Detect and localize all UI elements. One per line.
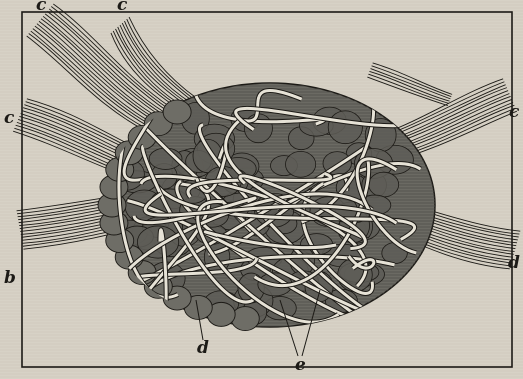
label-e-bottom: e xyxy=(295,357,306,374)
rim-cell xyxy=(163,100,191,124)
label-c-right: c xyxy=(509,104,519,121)
ganglion-cell xyxy=(328,111,362,144)
label-d-bottom: d xyxy=(197,340,209,357)
ganglion-cell xyxy=(369,172,399,197)
label-c-top-middle: c xyxy=(117,0,127,14)
label-d-right: d xyxy=(508,255,520,272)
ganglion-cell xyxy=(286,151,316,177)
label-c-left: c xyxy=(4,110,14,127)
label-c-top-left: c xyxy=(36,0,46,14)
label-b-left: b xyxy=(4,270,16,287)
rim-cell xyxy=(231,307,259,331)
